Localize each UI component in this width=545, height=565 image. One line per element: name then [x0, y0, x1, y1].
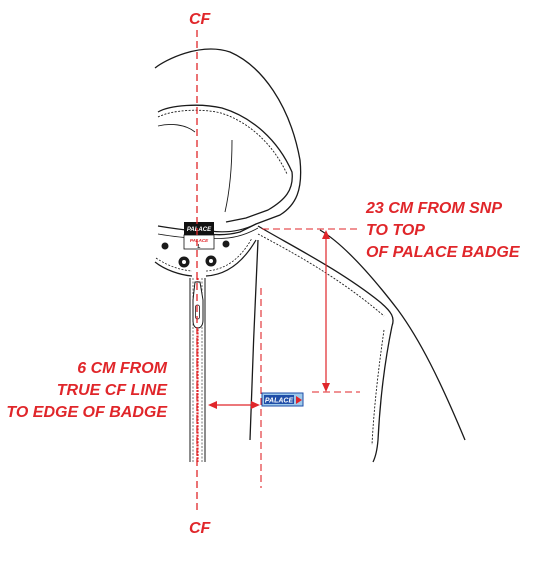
hood [154, 48, 302, 236]
neck-label-top [184, 222, 214, 235]
cf-bottom-label: CF [189, 520, 211, 537]
neck-label-mid-text: PALACE [190, 238, 209, 243]
collar-stitch-right [205, 237, 253, 272]
neck-label-bottom [183, 234, 215, 250]
eyelets [161, 240, 230, 268]
hood-back-seam [224, 139, 233, 213]
raglan-seam [249, 239, 259, 441]
cf-top-label: CF [189, 11, 211, 28]
neck-label-size-text: L [197, 244, 200, 250]
snp-measurement-note: 23 CM FROM SNP TO TOP OF PALACE BADGE [366, 198, 519, 264]
shoulder-stitch [257, 233, 385, 317]
body [249, 225, 466, 463]
shoulder-line [257, 225, 394, 327]
collar-lower-left [154, 261, 193, 277]
neck-label: PALACE PALACE L [183, 222, 215, 250]
sleeve-back [319, 229, 466, 441]
cf-note-line2: TRUE CF LINE [56, 382, 167, 399]
cf-note-line3: TO EDGE OF BADGE [6, 404, 167, 421]
palace-badge-text: PALACE [265, 398, 294, 405]
snp-note-line1: 23 CM FROM SNP [366, 200, 503, 217]
snp-note-line2: TO TOP [366, 222, 425, 239]
armhole-stitch [371, 329, 385, 446]
hood-inner-opening [157, 104, 293, 223]
cf-measurement-note: 6 CM FROM TRUE CF LINE TO EDGE OF BADGE [6, 358, 167, 424]
hood-inner-stitch [157, 109, 288, 175]
snp-dimension-arrow [322, 230, 330, 392]
collar-stitch-left [155, 257, 193, 272]
hood-outer-outline [154, 48, 302, 236]
palace-badge: PALACE [261, 392, 304, 407]
eyelet-small-right [222, 240, 230, 248]
hood-lining [157, 124, 196, 133]
cf-note-line1: 6 CM FROM [77, 360, 167, 377]
eyelet-small-left [161, 242, 169, 250]
neck-label-top-text: PALACE [187, 227, 212, 233]
snp-note-line3: OF PALACE BADGE [366, 244, 520, 261]
cf-dimension-arrow [208, 401, 260, 409]
collar-lower-right [205, 239, 257, 277]
armhole [372, 325, 393, 463]
